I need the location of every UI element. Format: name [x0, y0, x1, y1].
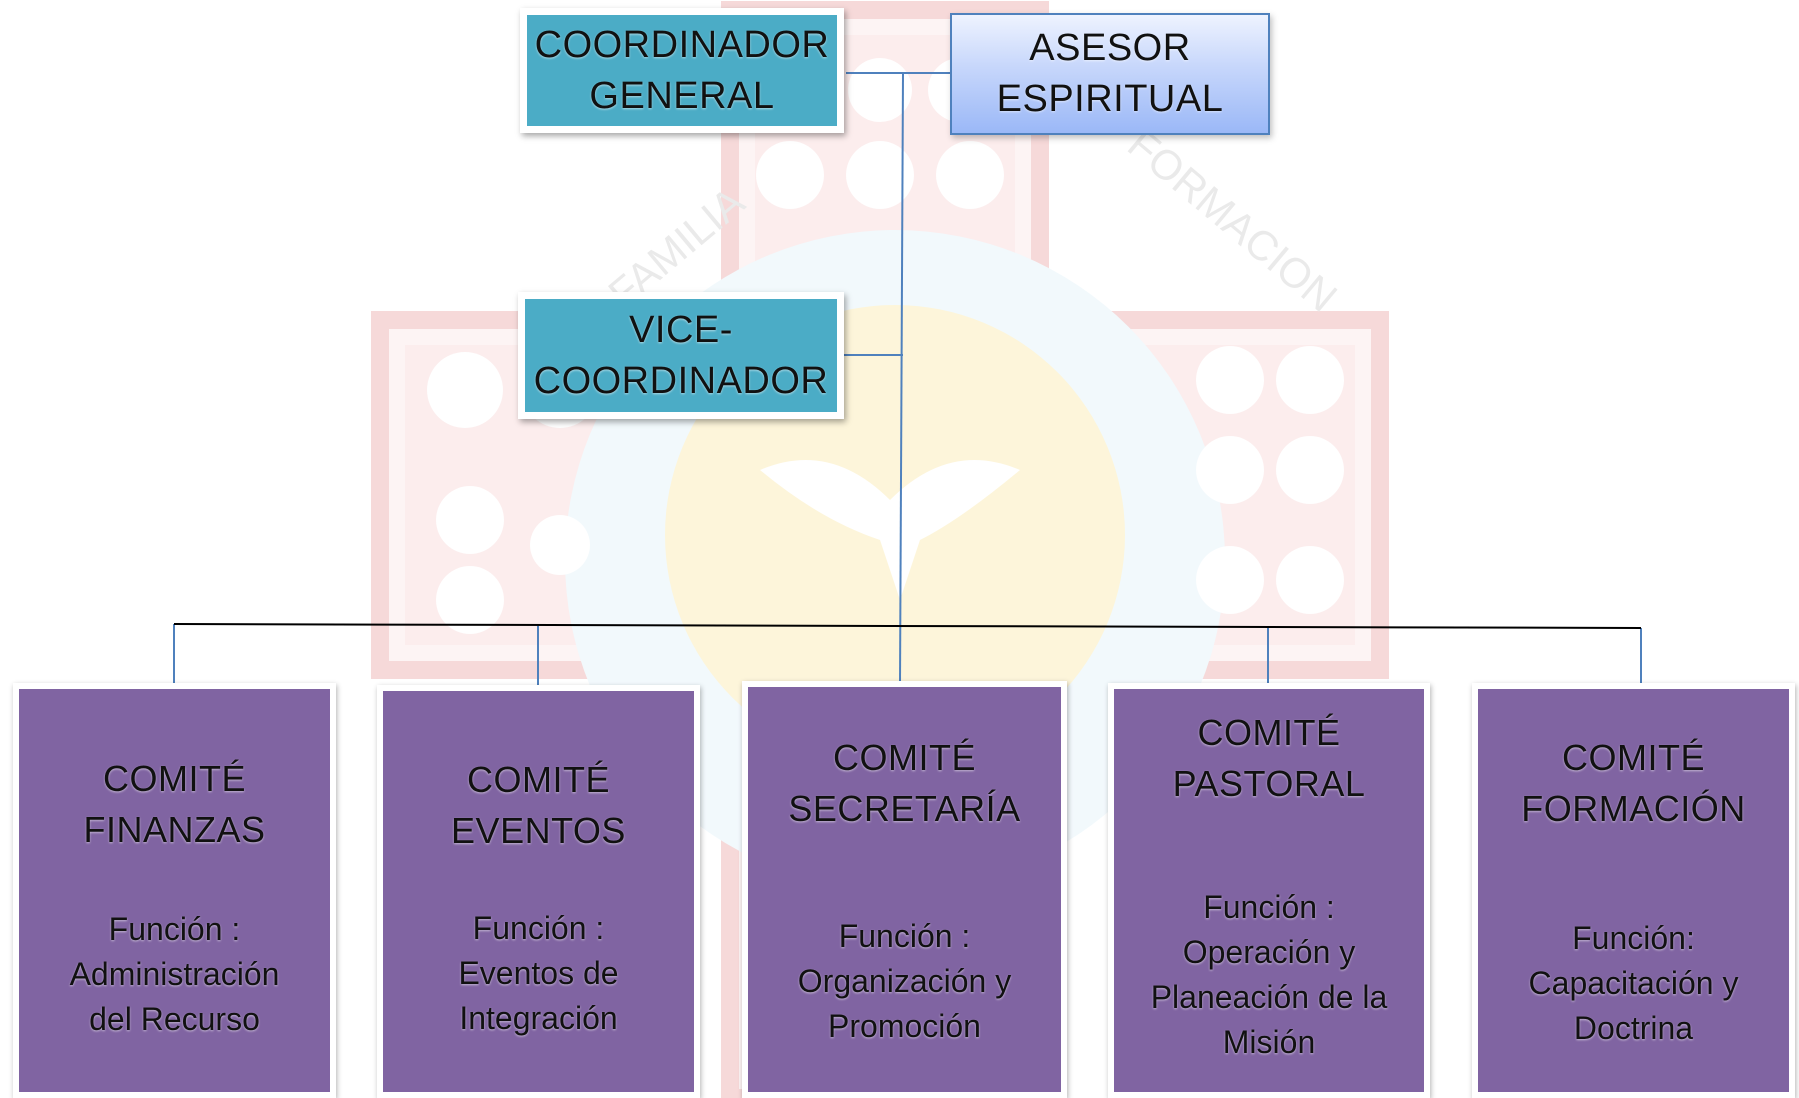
comite-secretaria-box: COMITÉ SECRETARÍA Función : Organización…	[742, 681, 1067, 1098]
comite-eventos-funcion: Función : Eventos de Integración	[458, 910, 619, 1036]
comite-formacion-title: COMITÉ FORMACIÓN	[1521, 737, 1746, 829]
comite-secretaria-title: COMITÉ SECRETARÍA	[788, 737, 1021, 829]
coordinador-general-box: COORDINADOR GENERAL	[520, 8, 844, 133]
asesor-espiritual-box: ASESOR ESPIRITUAL	[950, 13, 1270, 135]
horizontal-bar	[173, 623, 1642, 629]
comite-pastoral-title: COMITÉ PASTORAL	[1172, 712, 1366, 804]
comite-finanzas-title: COMITÉ FINANZAS	[83, 758, 266, 850]
comite-formacion-box: COMITÉ FORMACIÓN Función: Capacitación y…	[1472, 683, 1795, 1098]
comite-pastoral-box: COMITÉ PASTORAL Función : Operación y Pl…	[1108, 683, 1430, 1098]
comite-eventos-title: COMITÉ EVENTOS	[451, 759, 626, 851]
comite-finanzas-box: COMITÉ FINANZAS Función : Administración…	[13, 683, 336, 1098]
comite-secretaria-funcion: Función : Organización y Promoción	[797, 918, 1012, 1044]
vice-coordinador-box: VICE- COORDINADOR	[518, 292, 844, 419]
asesor-espiritual-title: ASESOR ESPIRITUAL	[996, 27, 1224, 120]
connector-vertical-trunk	[899, 72, 904, 684]
vice-coordinador-title: VICE- COORDINADOR	[533, 308, 829, 402]
coordinador-general-title: COORDINADOR GENERAL	[534, 23, 830, 117]
comite-finanzas-funcion: Función : Administración del Recurso	[69, 911, 280, 1037]
comite-pastoral-funcion: Función : Operación y Planeación de la M…	[1150, 889, 1388, 1060]
comite-eventos-box: COMITÉ EVENTOS Función : Eventos de Inte…	[377, 685, 700, 1098]
comite-formacion-funcion: Función: Capacitación y Doctrina	[1528, 920, 1739, 1046]
